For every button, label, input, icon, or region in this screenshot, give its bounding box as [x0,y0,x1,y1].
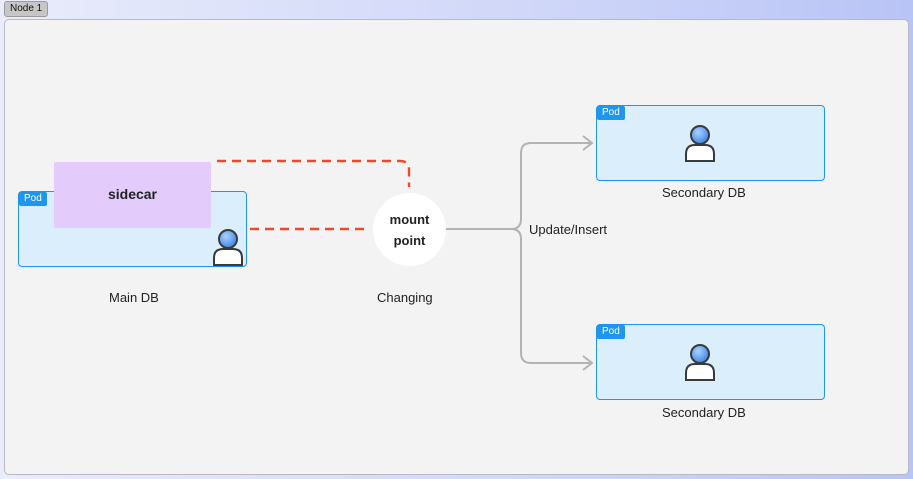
sidecar-to-mount-link [217,159,411,187]
pod-badge: Pod [597,106,625,120]
pod-badge: Pod [19,192,47,206]
sidecar-label: sidecar [107,186,158,202]
secondary-db-pod[interactable]: Pod [596,105,825,181]
secondary-db-caption: Secondary DB [662,405,746,420]
secondary-db-pod[interactable]: Pod [596,324,825,400]
arrow-head-top [582,135,594,151]
secondary-db-caption: Secondary DB [662,185,746,200]
mount-point[interactable]: mount point [373,193,446,266]
sidecar-container[interactable]: sidecar [54,162,211,228]
user-icon [685,125,715,162]
node-label: Node 1 [4,1,49,17]
mount-point-label-line1: mount [389,211,430,227]
mount-point-label-line2: point [393,232,426,248]
user-icon [685,344,715,381]
pod-badge: Pod [597,325,625,339]
arrow-head-bottom [582,355,594,371]
main-db-caption: Main DB [109,290,159,305]
mount-point-caption: Changing [377,290,433,305]
update-insert-label: Update/Insert [529,222,608,237]
user-icon [213,229,243,266]
link-to-secondary-db-top [510,142,591,230]
link-to-secondary-db-bottom [510,228,591,364]
